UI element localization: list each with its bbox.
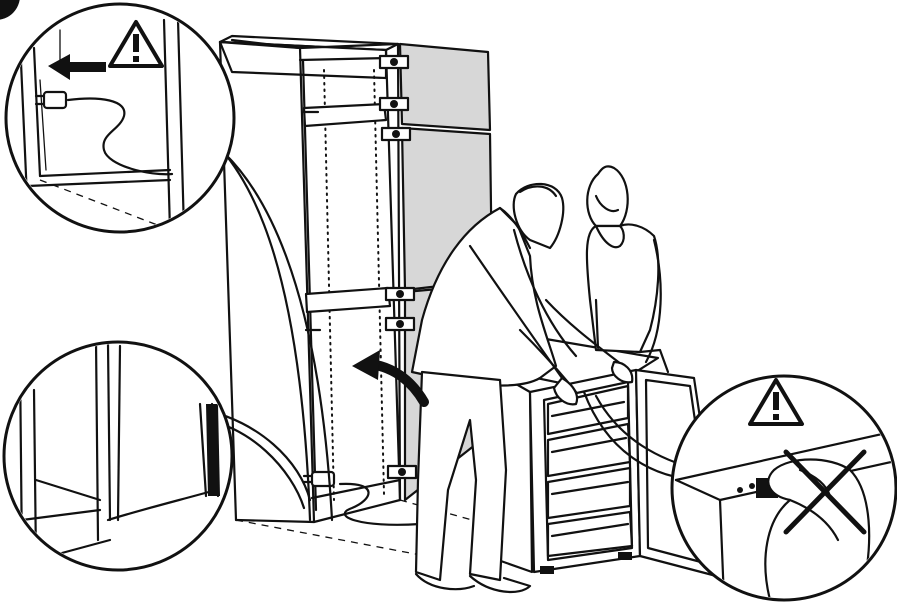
hinge (380, 98, 408, 110)
hinge (386, 288, 414, 300)
hinge (380, 56, 408, 68)
step-badge (0, 0, 20, 20)
power-cord (304, 472, 420, 525)
hinge (382, 128, 410, 140)
hinge (386, 318, 414, 330)
plug-icon (44, 92, 66, 108)
hinge (388, 466, 416, 478)
cabinet-side-inset (4, 340, 232, 570)
power-plug-inset (6, 4, 234, 232)
handle-grip-inset (672, 376, 897, 600)
woman-figure (587, 166, 668, 372)
